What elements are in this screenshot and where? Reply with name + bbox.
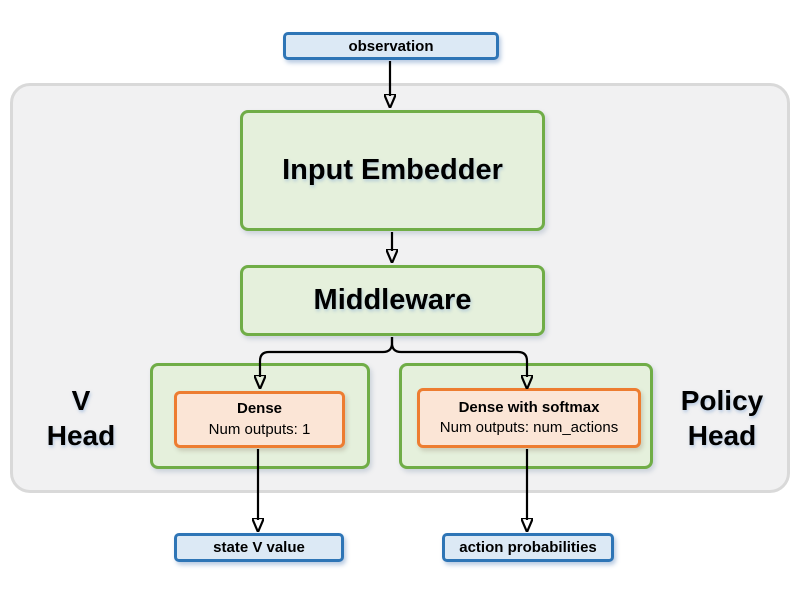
- label-v-head: V Head: [18, 383, 144, 453]
- label-policy-head: Policy Head: [652, 383, 792, 453]
- node-policy-head-dense: Dense with softmax Num outputs: num_acti…: [417, 388, 641, 448]
- node-state-v-value: state V value: [174, 533, 344, 562]
- node-state-v-label: state V value: [213, 539, 305, 556]
- label-v-head-line1: V: [71, 385, 91, 416]
- node-middleware: Middleware: [240, 265, 545, 336]
- label-policy-head-line1: Policy: [680, 385, 764, 416]
- node-v-head-dense: Dense Num outputs: 1: [174, 391, 345, 448]
- node-observation-label: observation: [348, 37, 434, 55]
- node-middleware-label: Middleware: [313, 284, 472, 316]
- node-input-embedder: Input Embedder: [240, 110, 545, 231]
- label-v-head-line2: Head: [46, 420, 116, 451]
- policy-dense-subtitle: Num outputs: num_actions: [439, 419, 619, 436]
- node-action-probabilities: action probabilities: [442, 533, 614, 562]
- v-dense-title: Dense: [236, 400, 283, 418]
- policy-dense-title: Dense with softmax: [458, 398, 600, 416]
- node-observation: observation: [283, 32, 499, 60]
- v-dense-subtitle: Num outputs: 1: [208, 420, 311, 438]
- label-policy-head-line2: Head: [687, 420, 757, 451]
- node-action-prob-label: action probabilities: [459, 539, 597, 556]
- node-input-embedder-label: Input Embedder: [282, 154, 503, 186]
